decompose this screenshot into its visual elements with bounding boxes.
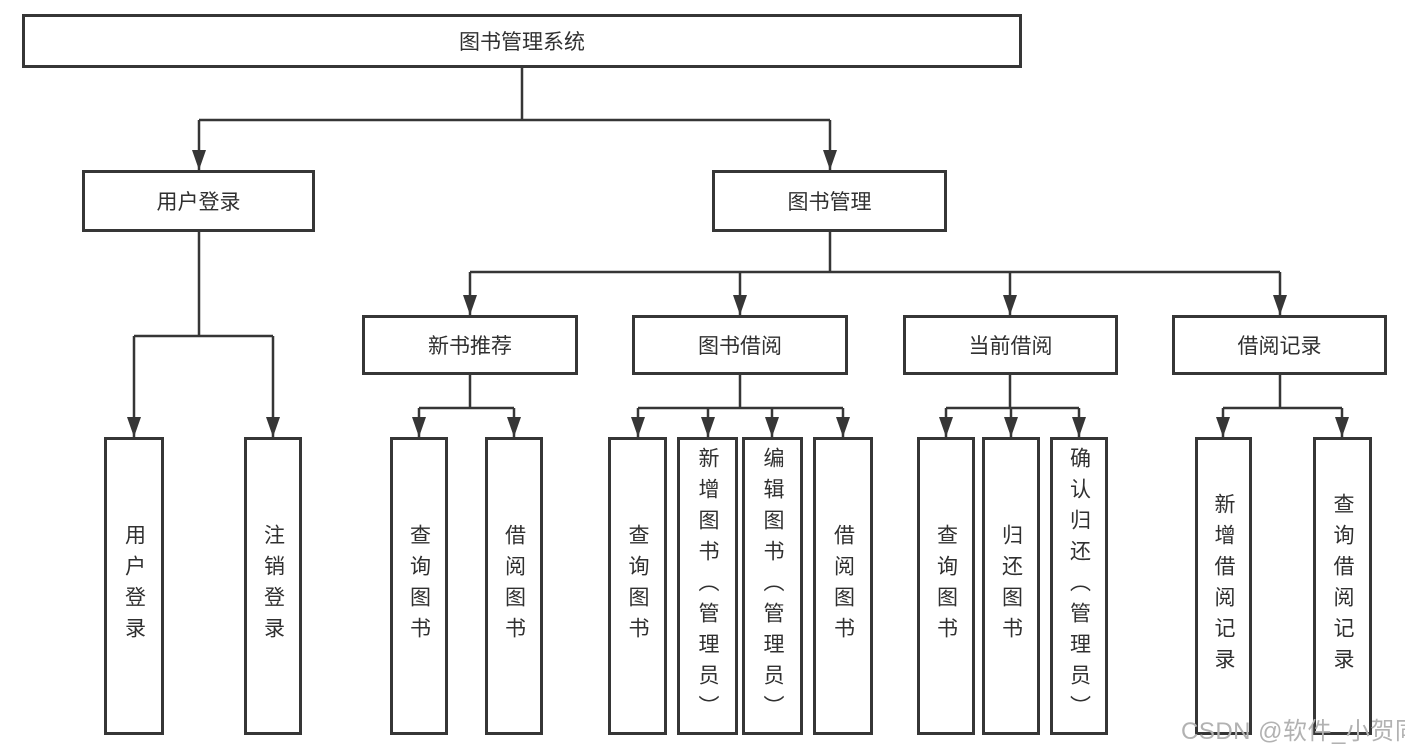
node-edit-books-admin: 编辑图书（管理员）	[742, 437, 803, 735]
node-new-book-recommend: 新书推荐	[362, 315, 578, 375]
node-library-system: 图书管理系统	[22, 14, 1022, 68]
node-book-borrowing: 图书借阅	[632, 315, 848, 375]
connector-trunks	[134, 68, 1342, 410]
node-query-books-borrowing: 查询图书	[608, 437, 667, 735]
node-book-management-branch: 图书管理	[712, 170, 947, 232]
node-add-borrow-record: 新增借阅记录	[1195, 437, 1252, 735]
node-borrow-books-recommend: 借阅图书	[485, 437, 543, 735]
node-query-borrow-record: 查询借阅记录	[1313, 437, 1372, 735]
node-add-books-admin: 新增图书（管理员）	[677, 437, 738, 735]
node-confirm-return-admin: 确认归还（管理员）	[1050, 437, 1108, 735]
node-return-books: 归还图书	[982, 437, 1040, 735]
node-current-borrowing: 当前借阅	[903, 315, 1118, 375]
node-query-books-current: 查询图书	[917, 437, 975, 735]
node-borrow-books-leaf: 借阅图书	[813, 437, 873, 735]
node-query-books-recommend: 查询图书	[390, 437, 448, 735]
node-user-login-branch: 用户登录	[82, 170, 315, 232]
node-user-login-leaf: 用户登录	[104, 437, 164, 735]
node-borrowing-records: 借阅记录	[1172, 315, 1387, 375]
node-logout: 注销登录	[244, 437, 302, 735]
